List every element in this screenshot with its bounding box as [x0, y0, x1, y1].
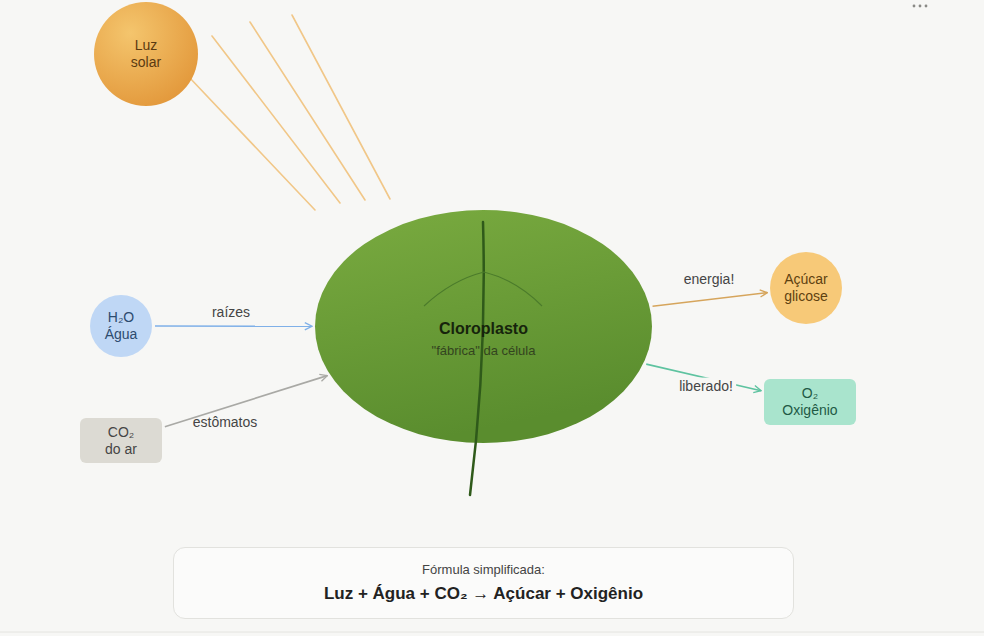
sun-ray [250, 22, 365, 200]
co2-box: CO₂do ar [80, 418, 162, 463]
bottom-border [0, 632, 984, 633]
edge-label: estômatos [190, 414, 261, 431]
sun-ray [188, 76, 315, 210]
node-title: O₂ [802, 385, 818, 402]
leaf-vein [424, 272, 484, 306]
node-subtitle: Água [105, 326, 138, 343]
menu-dot [925, 5, 928, 8]
leaf-chloroplast-shape [315, 210, 652, 443]
sun-rays [188, 15, 390, 210]
node-title: Fórmula simplificada: [422, 562, 545, 578]
flow-arrow [155, 325, 312, 327]
sun-ray [292, 15, 390, 199]
node-title: Açúcar [784, 271, 828, 288]
menu-dot [919, 5, 922, 8]
water-circle-shape [90, 295, 152, 357]
node-title: CO₂ [108, 424, 134, 441]
node-subtitle: do ar [105, 441, 137, 458]
sun-circle-shape [94, 2, 198, 106]
node-subtitle: glicose [784, 288, 828, 305]
sun-ray [212, 36, 340, 203]
node-subtitle: "fábrica" da célula [432, 343, 536, 359]
edge-label: energia! [681, 271, 738, 288]
sugar-circle-shape [770, 252, 842, 324]
node-subtitle: Oxigênio [782, 402, 837, 419]
formula-box: Fórmula simplificada: Luz + Água + CO₂ → … [173, 547, 794, 619]
flow-arrow [165, 376, 327, 427]
node-title: H₂O [108, 309, 134, 326]
sugar-circle: Açúcarglicose [770, 252, 842, 324]
water-circle: H₂OÁgua [90, 295, 152, 357]
node-title: Luz solar [121, 37, 171, 71]
edge-label: raízes [209, 304, 253, 321]
flow-arrow [646, 364, 761, 391]
leaf-midrib [470, 222, 484, 495]
leaf-chloroplast: Cloroplasto "fábrica" da célula [315, 210, 652, 443]
node-title: Cloroplasto [439, 319, 528, 338]
node-subtitle: Luz + Água + CO₂ → Açúcar + Oxigênio [324, 584, 643, 604]
menu-dot [913, 5, 916, 8]
oxygen-box: O₂Oxigênio [764, 379, 856, 425]
leaf-vein [484, 272, 542, 306]
menu-dots [913, 5, 928, 8]
sun-circle: Luz solar [94, 2, 198, 106]
edge-label: liberado! [676, 378, 736, 395]
flow-arrow [653, 293, 768, 307]
